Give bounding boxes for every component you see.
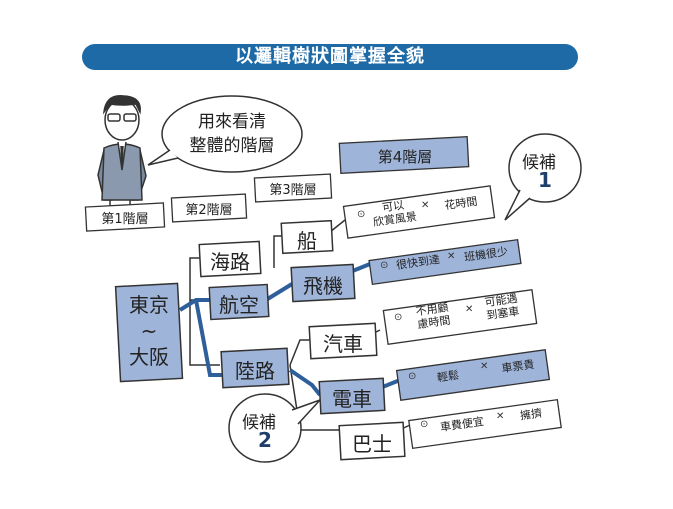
root-node: 東京 ~ 大阪 bbox=[120, 292, 178, 370]
svg-text:✕: ✕ bbox=[465, 304, 473, 315]
title-banner: 以邏輯樹狀圖掌握全貌 bbox=[82, 44, 578, 70]
businessman-illustration bbox=[97, 95, 147, 223]
level-3-label: 第3階層 bbox=[269, 183, 317, 198]
candidate-2-bubble bbox=[228, 393, 302, 463]
level3-box-train bbox=[318, 377, 386, 415]
candidate-1-bubble bbox=[508, 133, 582, 203]
svg-text:⊙: ⊙ bbox=[380, 260, 388, 271]
svg-text:✕: ✕ bbox=[421, 200, 429, 211]
level2-box-sea bbox=[198, 240, 262, 278]
leaf-row-train bbox=[395, 348, 551, 402]
diagram-title: 以邏輯樹狀圖掌握全貌 bbox=[235, 46, 425, 67]
leaf-row-ship bbox=[342, 185, 496, 239]
svg-text:⊙: ⊙ bbox=[408, 371, 416, 382]
speech-bubble bbox=[147, 95, 303, 173]
node-bus: 巴士 bbox=[352, 432, 392, 456]
node-car: 汽車 bbox=[323, 332, 363, 356]
level-2-label: 第2階層 bbox=[185, 203, 233, 218]
level3-box-bus bbox=[338, 421, 406, 461]
level-4-label: 第4階層 bbox=[377, 148, 433, 166]
node-air-route: 航空 bbox=[219, 293, 259, 317]
level-3-box bbox=[253, 173, 333, 203]
svg-text:⊙: ⊙ bbox=[357, 209, 365, 220]
level2-box-air bbox=[208, 283, 270, 321]
speech-line-1: 用來看清 bbox=[198, 112, 266, 132]
svg-text:✕: ✕ bbox=[480, 361, 488, 372]
speech-line-2: 整體的階層 bbox=[189, 136, 275, 156]
level3-box-plane bbox=[290, 263, 356, 303]
candidate-2-label: 候補 bbox=[242, 413, 276, 433]
root-line-2: ~ bbox=[140, 319, 158, 343]
svg-text:✕: ✕ bbox=[496, 411, 504, 422]
speech-bubble-text: 用來看清 整體的階層 bbox=[182, 110, 282, 158]
leaf-row-bus bbox=[408, 398, 562, 450]
candidate-1-number: 1 bbox=[538, 168, 552, 192]
svg-text:⊙: ⊙ bbox=[420, 419, 428, 430]
node-train: 電車 bbox=[332, 387, 372, 411]
svg-text:✕: ✕ bbox=[447, 251, 455, 262]
level-1-box bbox=[84, 202, 166, 232]
level3-box-car bbox=[308, 322, 378, 360]
node-sea-route: 海路 bbox=[210, 250, 250, 274]
node-plane: 飛機 bbox=[303, 274, 343, 298]
level-4-box bbox=[338, 135, 470, 175]
root-line-1: 東京 bbox=[129, 293, 169, 317]
node-ship: 船 bbox=[297, 229, 317, 253]
svg-text:⊙: ⊙ bbox=[394, 312, 402, 323]
leaf-row-plane bbox=[368, 238, 522, 286]
root-line-3: 大阪 bbox=[129, 345, 169, 369]
node-land-route: 陸路 bbox=[235, 359, 275, 383]
level-2-box bbox=[170, 193, 248, 223]
candidate-1-label: 候補 bbox=[522, 153, 556, 173]
level3-box-ship bbox=[280, 219, 334, 255]
level-1-label: 第1階層 bbox=[101, 212, 149, 227]
candidate-2-number: 2 bbox=[258, 428, 272, 452]
level2-box-land bbox=[220, 347, 290, 389]
root-box bbox=[114, 282, 184, 383]
leaf-row-car bbox=[382, 288, 538, 346]
